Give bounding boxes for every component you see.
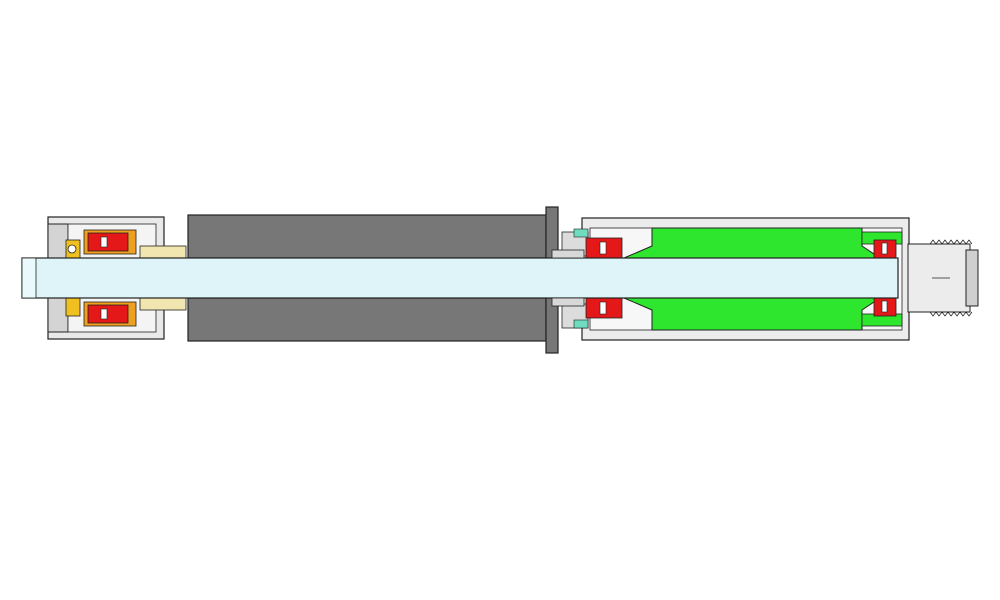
shaft-collar-right-bottom [551, 297, 585, 307]
green-sleeve-bottom [623, 297, 882, 331]
tube-top [187, 214, 547, 259]
bearing-ball [881, 300, 888, 313]
bearing-ball [100, 308, 108, 320]
right-bearing-front-bottom [585, 297, 623, 319]
right-bearing-rear-top [873, 239, 897, 259]
shaft-body [21, 257, 899, 299]
green-sleeve [623, 227, 903, 331]
shaft-end-left [21, 257, 37, 299]
bearing-ball [599, 301, 607, 315]
threaded-end-icon [907, 239, 979, 317]
bearing-ball [100, 236, 108, 248]
left-bearing-top [83, 229, 137, 255]
left-nut-bottom [65, 297, 81, 317]
main-shaft [21, 249, 899, 307]
left-spacer-bottom [139, 297, 187, 311]
set-screw-icon [67, 244, 77, 254]
thread-bottom [929, 311, 973, 317]
right-bearing-front-top [585, 237, 623, 259]
ball-bearing-icon [87, 304, 129, 324]
spindle-tube-icon [187, 206, 559, 354]
right-bearing-rear-bottom [873, 297, 897, 317]
green-sleeve-top [623, 227, 882, 259]
ball-bearing-icon [87, 232, 129, 252]
left-bearing-bottom [83, 301, 137, 327]
end-cap [965, 249, 979, 307]
shaft-collar-right [551, 249, 585, 259]
teal-seal-top [573, 228, 589, 238]
tube-bottom [187, 297, 547, 342]
bearing-ball [599, 241, 607, 255]
thread-top [929, 239, 973, 245]
teal-seal-bottom [573, 319, 589, 329]
bearing-ball [881, 242, 888, 255]
left-spacer-top [139, 245, 187, 259]
